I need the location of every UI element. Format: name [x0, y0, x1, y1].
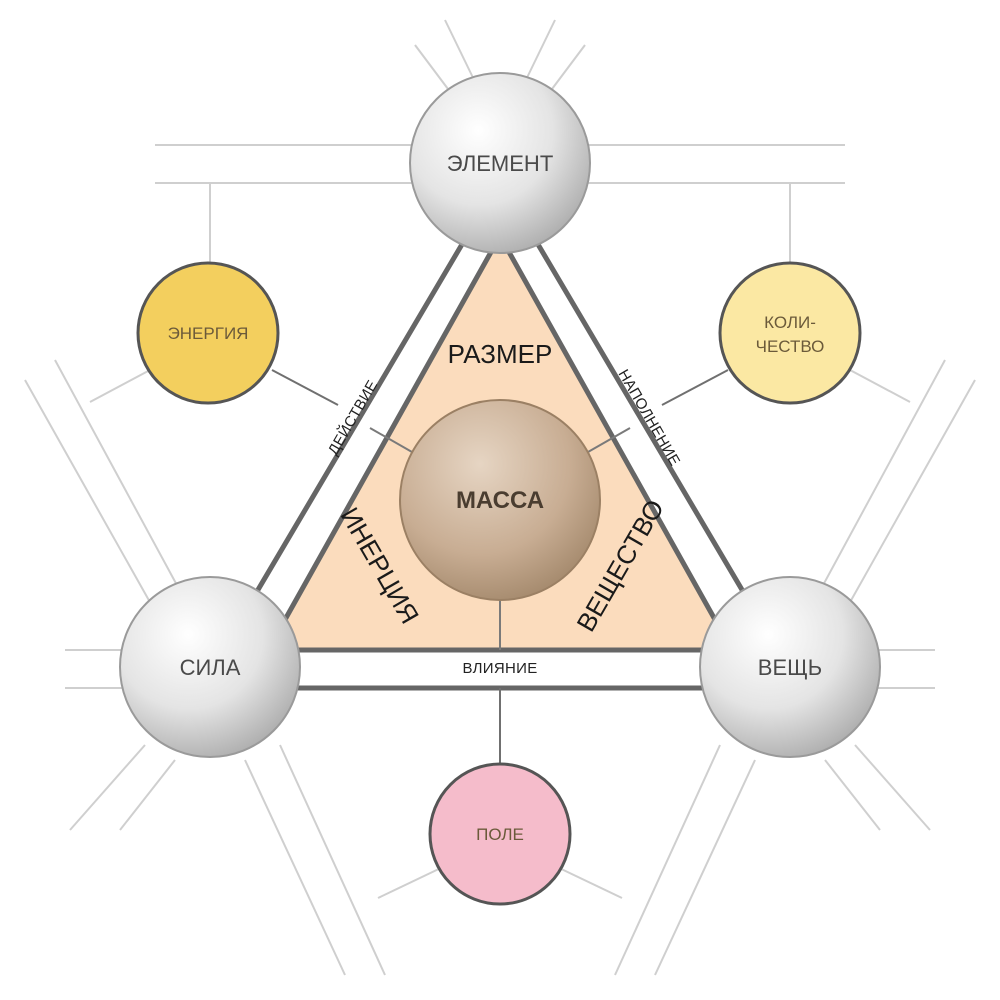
node-field-label: ПОЛЕ: [476, 825, 524, 844]
node-quantity-label-line1: КОЛИ-: [764, 313, 816, 332]
inner-spokes: [369, 427, 631, 650]
node-quantity: КОЛИ- ЧЕСТВО: [718, 261, 862, 405]
node-energy: ЭНЕРГИЯ: [136, 261, 280, 405]
center-sphere: [399, 399, 601, 601]
edge-label-bottom: ВЛИЯНИЕ: [462, 660, 537, 677]
node-element-label: ЭЛЕМЕНТ: [447, 151, 554, 176]
node-element: ЭЛЕМЕНТ: [409, 72, 591, 254]
node-field: ПОЛЕ: [428, 762, 572, 906]
sphere-node-icon: [409, 72, 591, 254]
energy-circle: [136, 261, 280, 405]
node-thing-label: ВЕЩЬ: [758, 655, 822, 680]
side-connectors: [271, 369, 729, 766]
node-thing: ВЕЩЬ: [699, 576, 881, 758]
node-energy-label: ЭНЕРГИЯ: [168, 324, 249, 343]
field-circle: [428, 762, 572, 906]
background-lines: [24, 19, 976, 976]
inner-label-top: РАЗМЕР: [448, 339, 553, 369]
node-force-label: СИЛА: [180, 655, 241, 680]
sphere-node-icon: [119, 576, 301, 758]
center-label: МАССА: [456, 487, 544, 514]
node-force: СИЛА: [119, 576, 301, 758]
node-quantity-label-line2: ЧЕСТВО: [756, 337, 825, 356]
quantity-circle: [718, 261, 862, 405]
sphere-node-icon: [699, 576, 881, 758]
